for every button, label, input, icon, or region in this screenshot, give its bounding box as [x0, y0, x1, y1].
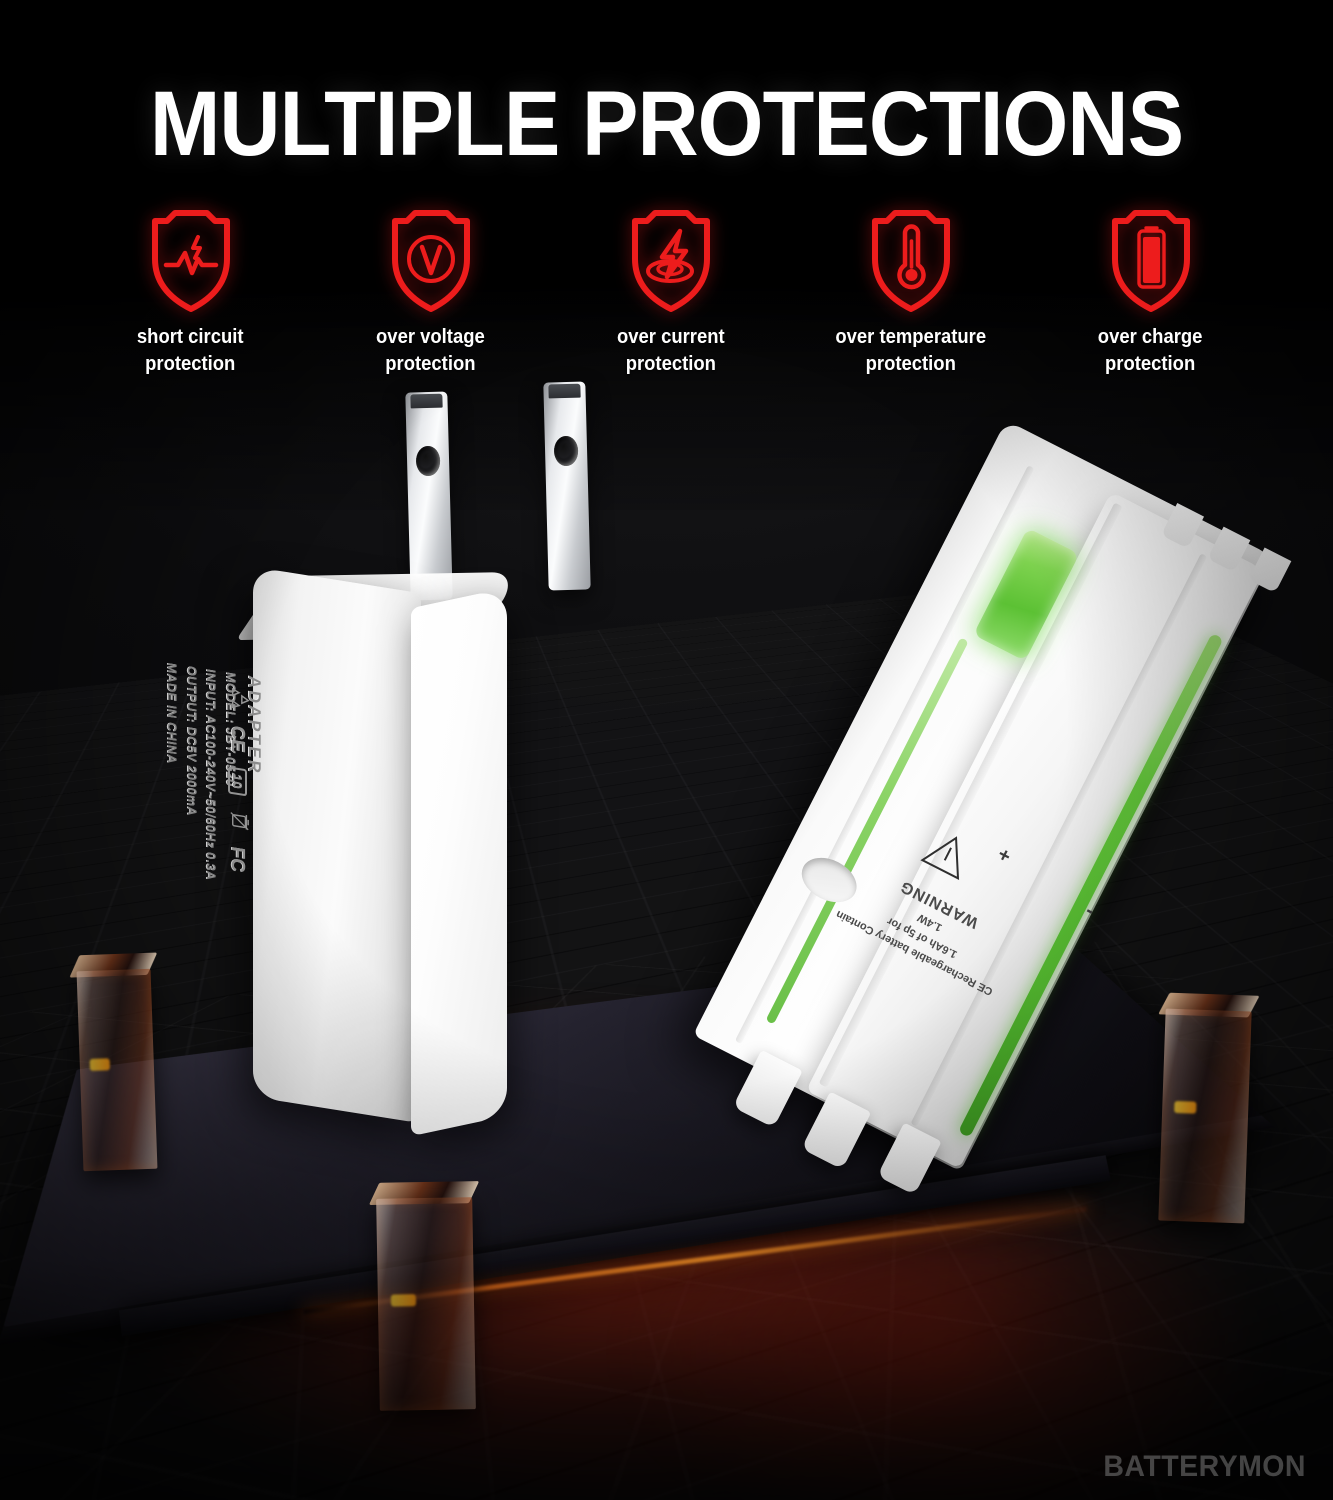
protection-label-line1: over charge [1098, 325, 1203, 348]
protection-label-line2: protection [385, 352, 476, 376]
protection-label: over voltage protection [376, 323, 485, 377]
protection-label-line1: over voltage [376, 325, 485, 348]
protection-item-over-voltage: over voltage protection [318, 205, 543, 377]
protection-label: over charge protection [1098, 323, 1203, 377]
protection-label: over current protection [617, 323, 725, 377]
page-title: MULTIPLE PROTECTIONS [149, 73, 1184, 175]
protection-label-line1: short circuit [137, 325, 244, 348]
shield-current-icon [618, 205, 724, 313]
shield-battery-icon [1098, 205, 1204, 313]
brand-watermark: BATTERYMON [1103, 1450, 1306, 1483]
shield-voltage-icon [378, 205, 484, 313]
protection-label-line2: protection [625, 352, 716, 376]
protection-label: over temperature protection [835, 323, 986, 377]
protection-label-line1: over temperature [835, 325, 986, 348]
protection-item-over-temperature: over temperature protection [798, 205, 1023, 377]
protection-label: short circuit protection [137, 323, 244, 377]
protection-item-short-circuit: short circuit protection [78, 205, 303, 377]
shield-pulse-icon [138, 205, 244, 313]
shield-thermometer-icon [858, 205, 964, 313]
protection-label-line1: over current [616, 325, 725, 348]
protection-features-row: short circuit protection over voltage pr… [78, 205, 1263, 375]
protection-item-over-charge: over charge protection [1038, 205, 1263, 377]
protection-label-line2: protection [1105, 352, 1196, 376]
bottom-fade-overlay [0, 1260, 1333, 1500]
protection-item-over-current: over current protection [558, 205, 783, 377]
protection-label-line2: protection [865, 352, 956, 376]
protection-label-line2: protection [145, 352, 236, 376]
